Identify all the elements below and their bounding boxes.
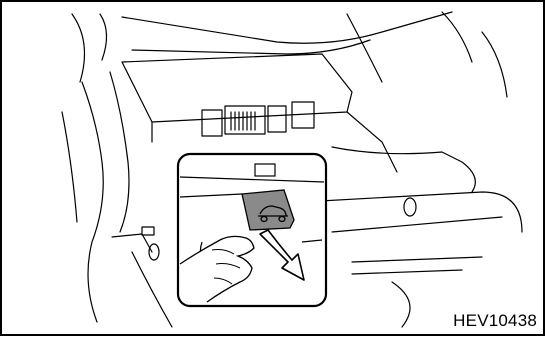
dash-left-contour: [72, 14, 85, 82]
switch-1: [202, 110, 222, 136]
callout-inset: [178, 154, 326, 306]
switch-3: [268, 106, 286, 132]
upper-panel: [122, 54, 352, 122]
figure-code-label: HEV10438: [453, 311, 537, 331]
hood-release-lever: [242, 190, 294, 230]
